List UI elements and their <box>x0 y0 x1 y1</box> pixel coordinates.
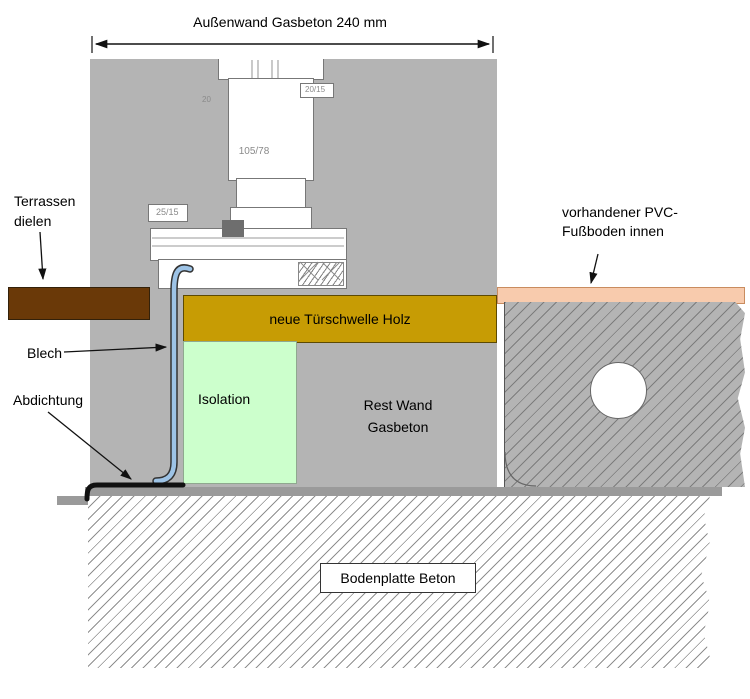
dim-box-left <box>148 204 188 222</box>
sill-board-upper <box>150 228 347 261</box>
terrace-label: Terrassen dielen <box>14 193 76 229</box>
slab-label-box: Bodenplatte Beton <box>320 563 476 593</box>
dimension-label: Außenwand Gasbeton 240 mm <box>193 14 387 30</box>
pvc-label: vorhandener PVC-Fußboden innen <box>562 204 678 239</box>
slab-label: Bodenplatte Beton <box>340 570 456 586</box>
abdichtung-label: Abdichtung <box>13 392 84 408</box>
isolation-label: Isolation <box>198 391 251 407</box>
pvc-floor-strip <box>497 287 745 304</box>
dim-text-left: 25/15 <box>156 207 179 217</box>
threshold-clamp-profile <box>222 220 244 237</box>
dim-box-top <box>300 83 334 98</box>
pvc-leader-arrow <box>589 253 599 285</box>
terrace-boards-bar <box>8 287 150 320</box>
floor-level-bar <box>85 487 722 496</box>
dimension-line-group <box>91 36 494 53</box>
door-section-drawing: 20/15 20 105/78 25/15 <box>148 59 348 295</box>
profile-size-text: 105/78 <box>238 146 270 157</box>
dim-text-top: 20/15 <box>305 85 326 94</box>
sill-hatch-patch <box>298 262 344 286</box>
floor-level-bar-left <box>57 496 93 505</box>
dim-text-small: 20 <box>202 95 211 104</box>
terrace-leader-arrow <box>38 231 47 281</box>
isolation-block <box>183 341 297 484</box>
frame-jamb-lower <box>236 178 306 210</box>
pipe-hole-circle <box>590 362 647 419</box>
threshold-wood-block: neue Türschwelle Holz <box>183 295 497 343</box>
frame-jamb-section <box>228 78 314 181</box>
threshold-label: neue Türschwelle Holz <box>269 311 411 327</box>
blech-label: Blech <box>27 345 63 361</box>
sash-bottom-band <box>218 59 324 80</box>
rest-wand-label: Rest Wand Gasbeton <box>363 397 433 435</box>
